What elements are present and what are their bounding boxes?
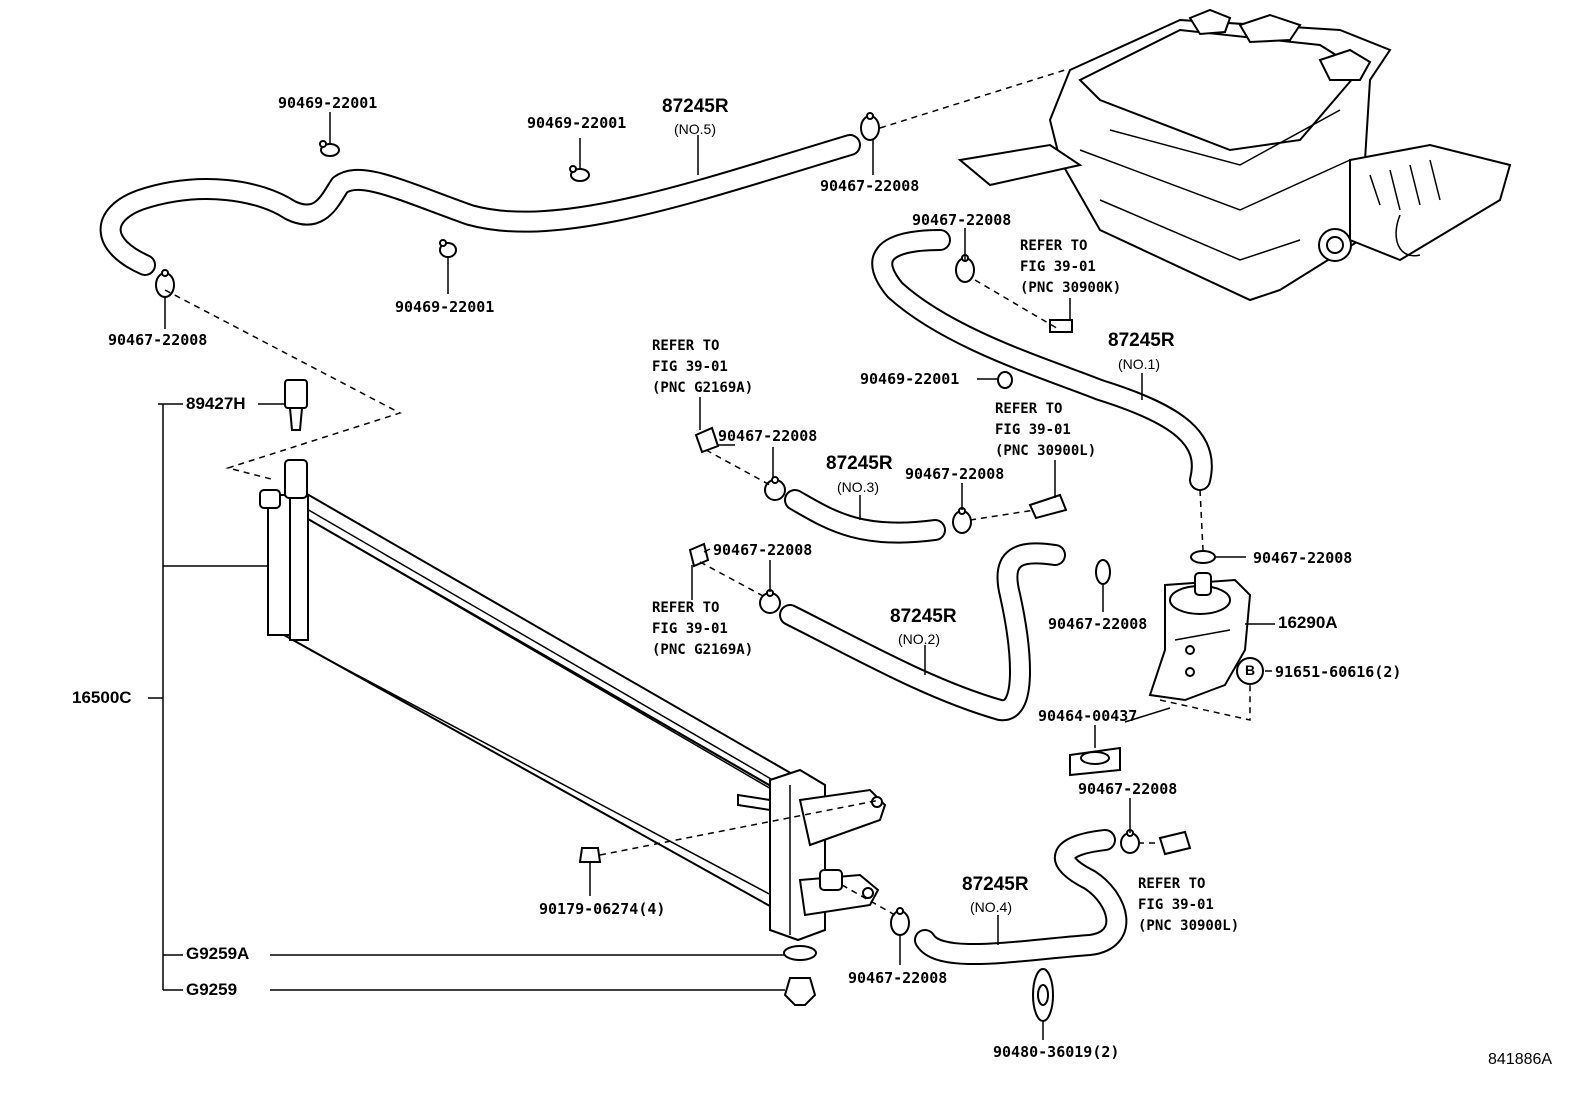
ref-30900l-bot-l1: REFER TO xyxy=(1138,876,1206,892)
clamp-label-22008-g: 90467-22008 xyxy=(1253,549,1353,567)
catalog-number: 841886A xyxy=(1488,1051,1553,1068)
ref-30900l-top-l1: REFER TO xyxy=(995,401,1063,417)
fittings xyxy=(284,319,1192,1022)
radiator-assembly xyxy=(259,459,887,942)
g9259a-label: G9259A xyxy=(186,944,250,963)
ref-g2169a-top-l2: FIG 39-01 xyxy=(652,359,728,375)
ref-g2169a-mid-l2: FIG 39-01 xyxy=(652,621,728,637)
ref-30900l-bot: REFER TO FIG 39-01 (PNC 30900L) xyxy=(1138,874,1239,937)
nut-90179-label: 90179-06274(4) xyxy=(539,900,666,918)
ref-30900k-l1: REFER TO xyxy=(1020,238,1088,254)
reserve-tank-part-label: 16290A xyxy=(1278,613,1338,632)
g9259-label: G9259 xyxy=(186,980,238,999)
hose-no2-note: (NO.2) xyxy=(898,631,940,647)
clamp-label-22008-d: 90467-22008 xyxy=(718,427,818,445)
clamp-label-22008-c: 90467-22008 xyxy=(912,211,1012,229)
hose-no3 xyxy=(784,489,946,544)
b-marker-letter: B xyxy=(1244,662,1256,678)
clamp-label-22008-h: 90467-22008 xyxy=(1048,615,1148,633)
sensor-part-label: 89427H xyxy=(186,394,246,413)
hose-no4 xyxy=(914,829,1128,966)
hose-no3-part: 87245R xyxy=(826,453,893,474)
ref-g2169a-mid-l3: (PNC G2169A) xyxy=(652,642,754,658)
ref-30900k-l3: (PNC 30900K) xyxy=(1020,280,1122,296)
clamp-label-22008-i: 90467-22008 xyxy=(1078,780,1178,798)
clamp-symbols xyxy=(155,112,1216,936)
hose-no5-note: (NO.5) xyxy=(674,121,716,137)
ref-30900k: REFER TO FIG 39-01 (PNC 30900K) xyxy=(1020,236,1121,299)
bolt-b-label: 91651-60616(2) xyxy=(1275,663,1402,681)
ref-30900l-top-l3: (PNC 30900L) xyxy=(995,443,1097,459)
clamp-label-22001-a: 90469-22001 xyxy=(278,94,378,112)
ref-g2169a-mid-l1: REFER TO xyxy=(652,600,720,616)
clamp-label-22008-a: 90467-22008 xyxy=(820,177,920,195)
ref-30900l-bot-l3: (PNC 30900L) xyxy=(1138,918,1240,934)
reserve-tank xyxy=(1148,572,1252,702)
clamp-label-22008-f: 90467-22008 xyxy=(713,541,813,559)
ref-30900k-l2: FIG 39-01 xyxy=(1020,259,1096,275)
dashed-connectors xyxy=(164,69,1251,916)
clip-90464-label: 90464-00437 xyxy=(1038,707,1138,725)
ref-30900l-bot-l2: FIG 39-01 xyxy=(1138,897,1214,913)
ref-g2169a-top-l3: (PNC G2169A) xyxy=(652,380,754,396)
hose-no5-part: 87245R xyxy=(662,96,729,117)
ref-g2169a-top-l1: REFER TO xyxy=(652,338,720,354)
hose-no4-part: 87245R xyxy=(962,874,1029,895)
hose-no4-note: (NO.4) xyxy=(970,899,1012,915)
hose-no1 xyxy=(871,229,1213,491)
clamp-label-22001-b: 90469-22001 xyxy=(527,114,627,132)
radiator-part-label: 16500C xyxy=(72,688,132,707)
hose-no2 xyxy=(779,542,1066,722)
clamp-label-22008-e: 90467-22008 xyxy=(905,465,1005,483)
hose-no3-note: (NO.3) xyxy=(837,479,879,495)
clamp-label-22001-d: 90469-22001 xyxy=(860,370,960,388)
ref-30900l-top: REFER TO FIG 39-01 (PNC 30900L) xyxy=(995,399,1096,462)
ref-30900l-top-l2: FIG 39-01 xyxy=(995,422,1071,438)
ref-g2169a-mid: REFER TO FIG 39-01 (PNC G2169A) xyxy=(652,598,753,661)
clamp-label-22008-j: 90467-22008 xyxy=(848,969,948,987)
hose-no1-part: 87245R xyxy=(1108,330,1175,351)
hose-no1-note: (NO.1) xyxy=(1118,356,1160,372)
clamp-label-22008-b: 90467-22008 xyxy=(108,331,208,349)
hose-no5 xyxy=(99,134,861,276)
leader-lines xyxy=(148,112,1275,1040)
grommet-label: 90480-36019(2) xyxy=(993,1043,1120,1061)
clamp-label-22001-c: 90469-22001 xyxy=(395,298,495,316)
ref-g2169a-top: REFER TO FIG 39-01 (PNC G2169A) xyxy=(652,336,753,399)
inverter-assembly xyxy=(957,8,1512,302)
b-marker xyxy=(1236,657,1264,685)
hose-no2-part: 87245R xyxy=(890,606,957,627)
